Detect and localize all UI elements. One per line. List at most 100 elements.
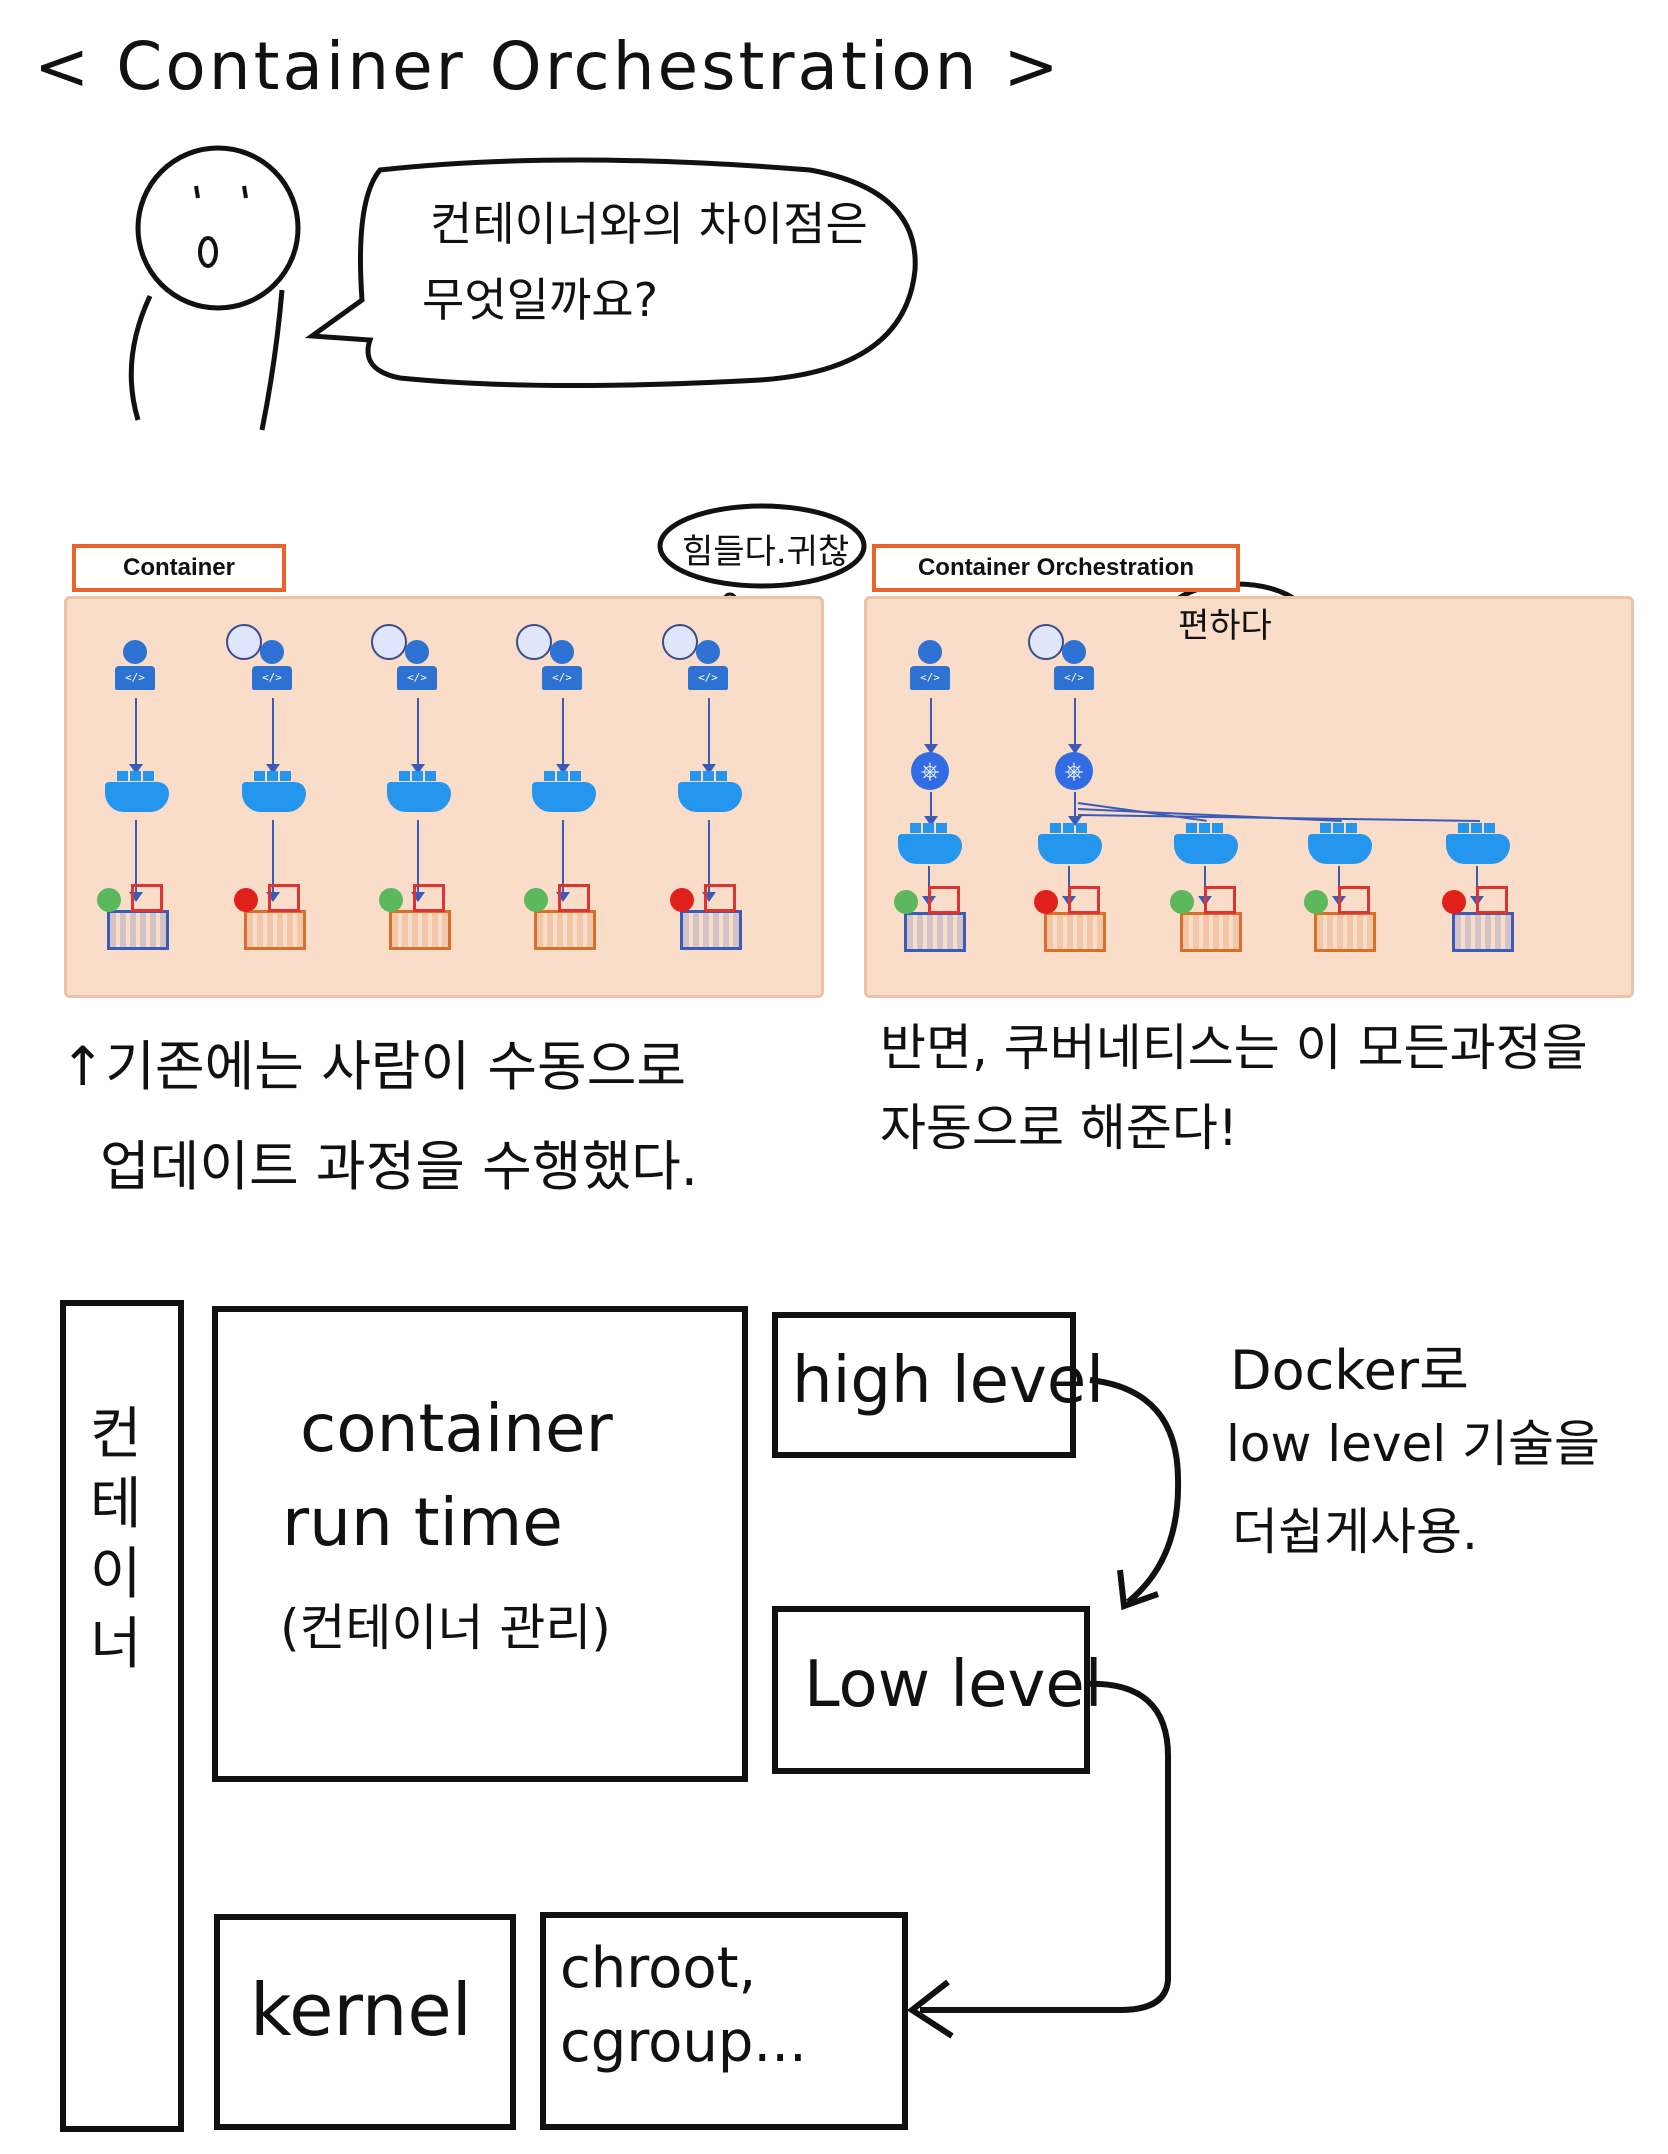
left-container-0-status-dot	[97, 888, 121, 912]
right-arrow-a-1	[1074, 698, 1076, 746]
left-docker-icon-2-crate	[425, 771, 436, 781]
right-arrow-c-4	[1476, 866, 1478, 898]
left-container-4-network	[704, 884, 736, 912]
thought-bubble-left	[657, 503, 867, 589]
left-arrow-a-1	[272, 698, 274, 766]
left-user-icon-0	[123, 640, 147, 664]
speech-bubble	[304, 157, 918, 389]
left-arrow-b-4	[708, 820, 710, 894]
page-title: < Container Orchestration >	[34, 28, 1062, 105]
left-arrow-b-1-head	[266, 892, 280, 902]
step-number-1	[226, 624, 262, 660]
right-arrow-b-1-head	[1068, 816, 1082, 826]
right-docker-icon-3-crate	[1346, 823, 1357, 833]
right-docker-icon-4-crate	[1484, 823, 1495, 833]
right-arrow-a-0	[930, 698, 932, 746]
right-container-2-status-dot	[1170, 890, 1194, 914]
runtime-line-1: container	[300, 1390, 613, 1467]
container-vertical-box	[60, 1300, 184, 2132]
left-user-icon-1	[260, 640, 284, 664]
left-arrow-b-4-head	[702, 892, 716, 902]
left-user-icon-2-laptop: </>	[397, 666, 437, 690]
right-container-2-network	[1204, 886, 1236, 914]
left-docker-icon-4	[678, 782, 742, 812]
left-container-1	[244, 910, 306, 950]
left-arrow-a-0-head	[129, 764, 143, 774]
runtime-line-3: (컨테이너 관리)	[280, 1599, 611, 1657]
step-number-4	[662, 624, 698, 660]
right-container-2	[1180, 912, 1242, 952]
right-thought-text: 편하다	[1178, 606, 1272, 646]
right-docker-icon-4-crate	[1458, 823, 1469, 833]
left-arrow-b-2	[417, 820, 419, 894]
low-level-box	[772, 1606, 1090, 1774]
left-arrow-a-3-head	[556, 764, 570, 774]
right-container-0-status-dot	[894, 890, 918, 914]
left-arrow-a-4	[708, 698, 710, 766]
docker-note-3: 더쉽게사용.	[1232, 1503, 1478, 1561]
left-arrow-b-0-head	[129, 892, 143, 902]
right-container-4-status-dot	[1442, 890, 1466, 914]
left-docker-icon-2-crate	[399, 771, 410, 781]
left-container-2	[389, 910, 451, 950]
right-docker-icon-4-crate	[1471, 823, 1482, 833]
left-docker-icon-2	[387, 782, 451, 812]
right-step-number-1	[1028, 624, 1064, 660]
right-arrow-b-1	[1074, 792, 1076, 818]
right-docker-icon-0-crate	[910, 823, 921, 833]
left-docker-icon-1-crate	[280, 771, 291, 781]
right-arrow-c-2	[1204, 866, 1206, 898]
left-docker-icon-0-crate	[143, 771, 154, 781]
right-docker-icon-2	[1174, 834, 1238, 864]
right-container-4-network	[1476, 886, 1508, 914]
right-docker-icon-1-crate	[1050, 823, 1061, 833]
speech-line-1: 컨테이너와의 차이점은	[430, 197, 868, 251]
right-arrow-a-0-head	[924, 744, 938, 754]
left-docker-icon-4-crate	[690, 771, 701, 781]
left-docker-icon-2-crate	[412, 771, 423, 781]
left-arrow-b-2-head	[411, 892, 425, 902]
high-to-low-arrow	[1089, 1377, 1182, 1605]
kernel-box	[214, 1914, 516, 2130]
high-level-box	[772, 1312, 1076, 1458]
docker-note-1: Docker로	[1230, 1339, 1469, 1402]
right-container-1	[1044, 912, 1106, 952]
right-docker-icon-2-crate	[1199, 823, 1210, 833]
note-right-2: 자동으로 해준다!	[880, 1099, 1238, 1157]
right-user-icon-0-laptop: </>	[910, 666, 950, 690]
right-container-3-network	[1338, 886, 1370, 914]
left-arrow-a-2-head	[411, 764, 425, 774]
left-arrow-a-1-head	[266, 764, 280, 774]
right-user-icon-0	[918, 640, 942, 664]
left-docker-icon-3-crate	[557, 771, 568, 781]
right-arrow-b-0-head	[924, 816, 938, 826]
right-docker-icon-3	[1308, 834, 1372, 864]
left-user-icon-2	[405, 640, 429, 664]
left-container-1-status-dot	[234, 888, 258, 912]
left-container-1-network	[268, 884, 300, 912]
right-container-4	[1452, 912, 1514, 952]
left-docker-icon-1-crate	[267, 771, 278, 781]
stick-figure-body	[128, 294, 153, 421]
container-runtime-box	[212, 1306, 748, 1782]
speech-line-2: 무엇일까요?	[422, 273, 659, 327]
left-docker-icon-0-crate	[130, 771, 141, 781]
left-docker-icon-0	[105, 782, 169, 812]
left-user-icon-3-laptop: </>	[542, 666, 582, 690]
left-docker-icon-3-crate	[544, 771, 555, 781]
step-number-3	[516, 624, 552, 660]
right-container-3-status-dot	[1304, 890, 1328, 914]
left-arrow-b-1	[272, 820, 274, 894]
right-docker-icon-1-crate	[1063, 823, 1074, 833]
right-container-0	[904, 912, 966, 952]
left-user-icon-4-laptop: </>	[688, 666, 728, 690]
left-user-icon-0-laptop: </>	[115, 666, 155, 690]
left-user-icon-4	[696, 640, 720, 664]
right-docker-icon-2-crate	[1186, 823, 1197, 833]
left-docker-icon-4-crate	[703, 771, 714, 781]
chroot-line-2: cgroup...	[560, 2010, 807, 2075]
left-arrow-a-2	[417, 698, 419, 766]
stick-figure-head	[135, 145, 301, 311]
runtime-line-2: run time	[282, 1484, 563, 1561]
left-docker-icon-1	[242, 782, 306, 812]
